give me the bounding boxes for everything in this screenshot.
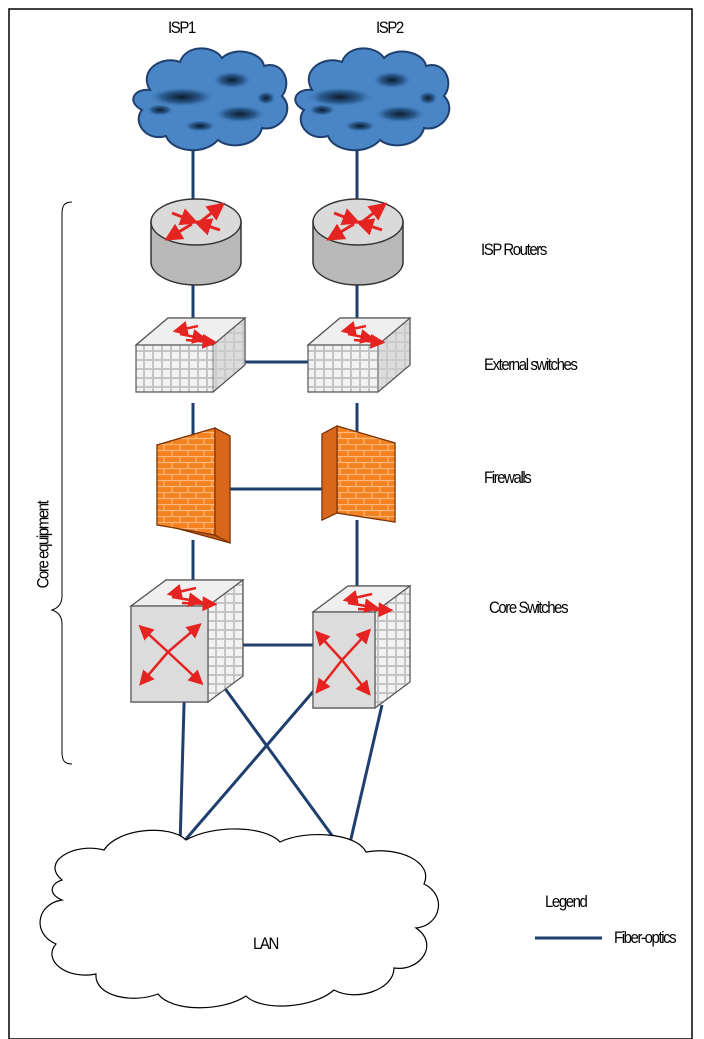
link-core2-lan-a [178,671,332,847]
isp1-label: ISP1 [168,18,196,37]
core-equipment-label: Core equipment [33,501,53,589]
firewalls-label: Firewalls [484,468,532,487]
isp2-router-icon [312,198,404,286]
external-switches-label: External switches [484,355,578,374]
fiber-links [178,150,384,857]
core-switch-1-icon [129,578,245,704]
core-switch-2-icon [311,584,412,710]
firewall-2-icon [321,425,396,523]
legend-title: Legend [545,892,588,911]
link-core1-lan-b [211,671,349,857]
isp2-cloud [294,47,451,152]
external-switch-2-icon [306,316,412,394]
lan-label: LAN [253,934,279,953]
isp1-cloud [132,47,289,152]
legend-fiber-label: Fiber-optics [614,928,677,947]
isp-routers-label: ISP Routers [481,240,547,259]
core-equipment-bracket [50,201,73,765]
isp1-router-icon [150,198,242,286]
core-switches-label: Core Switches [489,598,569,617]
firewall-1-icon [156,427,231,544]
diagram-border [8,8,693,1039]
lan-cloud [39,828,440,1009]
link-core2-lan-b [345,704,384,857]
external-switch-1-icon [134,316,247,394]
isp2-label: ISP2 [376,18,404,37]
